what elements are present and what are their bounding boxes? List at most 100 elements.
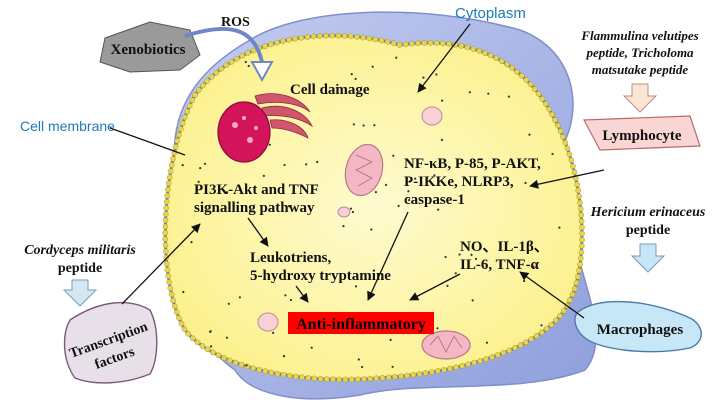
hericium-line1: Hericium erinaceus [590, 205, 706, 220]
membrane-dot [250, 365, 257, 372]
no-line2: IL-6, TNF-α [460, 257, 540, 273]
membrane-dot [245, 50, 251, 56]
ros-arrow-head [250, 61, 274, 83]
cytoplasm-particle [190, 241, 193, 244]
membrane-dot [239, 52, 246, 59]
flammulina-line3: matsutake peptide [592, 62, 689, 77]
lymphocyte-label: Lymphocyte [602, 128, 682, 144]
membrane-dot [192, 92, 198, 98]
membrane-dot [421, 40, 428, 46]
membrane-dot [578, 212, 585, 218]
membrane-dot [533, 333, 540, 339]
cytoplasm-particle [272, 331, 275, 334]
membrane-dot [373, 375, 380, 382]
cordyceps-line1: Cordyceps militaris [24, 243, 136, 258]
membrane-dot [286, 372, 293, 379]
membrane-dot [570, 163, 576, 169]
cytoplasm-particle [336, 83, 339, 86]
cytoplasm-particle [287, 205, 291, 208]
membrane-dot [506, 347, 513, 354]
membrane-dot [562, 139, 569, 146]
membrane-dot [517, 342, 524, 348]
cytoplasm-particle [361, 365, 364, 369]
membrane-dot [184, 108, 190, 115]
membrane-dot [385, 374, 392, 381]
cytoplasm-particle [433, 174, 436, 177]
membrane-dot [204, 346, 211, 353]
nfkb-line2: P-IKKe, NLRP3, [404, 174, 514, 190]
cytoplasm-particle [444, 255, 447, 259]
membrane-dot [509, 65, 515, 71]
membrane-dot [342, 376, 349, 383]
membrane-dot [189, 97, 196, 103]
membrane-dot [396, 42, 403, 48]
cytoplasm-particle [507, 95, 510, 98]
membrane-dot [579, 243, 585, 249]
cytoplasm-particle [316, 160, 319, 164]
membrane-dot [292, 35, 299, 42]
cytoplasm-particle [357, 358, 360, 361]
membrane-dot [354, 34, 360, 40]
cytoplasm-particle [395, 56, 398, 59]
membrane-dot [576, 267, 582, 274]
membrane-dot [528, 336, 535, 343]
membrane-dot [189, 335, 196, 342]
cytoplasm-particle [268, 143, 271, 146]
membrane-dot [335, 32, 342, 39]
cytoplasm-particle [440, 138, 444, 141]
ros-arrow [184, 26, 264, 63]
membrane-dot [476, 48, 483, 54]
membrane-dot [163, 254, 169, 261]
membrane-dot [523, 339, 529, 346]
membrane-dot [360, 34, 367, 41]
cytoplasm-particle [350, 73, 353, 76]
leuko-pointer [295, 285, 309, 303]
membrane-dot [280, 371, 287, 378]
membrane-dot [174, 137, 181, 144]
membrane-dot [573, 279, 580, 286]
membrane-dot [535, 91, 542, 97]
membrane-dot [176, 132, 182, 138]
membrane-dot [384, 39, 391, 45]
cytoplasm-particle [458, 253, 461, 256]
cytoplasm-particle [210, 345, 213, 348]
transcription-shape [63, 301, 158, 384]
membrane-dot [487, 52, 494, 59]
cytoplasm-particle [441, 99, 444, 102]
membrane-dot [244, 363, 251, 370]
membrane-dot [165, 180, 172, 187]
membrane-dot [577, 205, 584, 212]
membrane-dot [164, 267, 171, 273]
membrane-dot [168, 291, 175, 298]
cytoplasm-particle [523, 279, 526, 283]
membrane-dot [199, 343, 206, 349]
cytoplasm-particle [392, 154, 395, 157]
cytoplasm-particle [352, 123, 355, 126]
membrane-dot [571, 285, 578, 292]
membrane-dot [213, 69, 220, 76]
cytoplasm-pointer [417, 23, 471, 93]
membrane-dot [557, 312, 563, 319]
membrane-dot [477, 358, 483, 364]
cytoplasm-particle [354, 77, 357, 80]
membrane-dot [471, 359, 477, 366]
membrane-dot [226, 357, 233, 364]
cytoplasm-particle [370, 228, 373, 231]
membrane-dot [567, 297, 573, 303]
cytoplasm-particle [197, 180, 200, 183]
membrane-dot [268, 41, 274, 48]
membrane-dot [366, 35, 373, 42]
membrane-dot [232, 359, 239, 366]
membrane-dot [519, 72, 525, 79]
membrane-dot [286, 37, 292, 43]
cordyceps-line2: peptide [58, 261, 102, 276]
membrane-dot [194, 339, 201, 346]
membrane-dot [274, 39, 280, 46]
cytoplasm-label: Cytoplasm [455, 5, 526, 22]
cytoplasm-particle [247, 64, 250, 68]
hericium-down-arrow [630, 243, 666, 273]
lymphocyte-shape [583, 115, 701, 151]
vesicles [257, 106, 443, 332]
cytoplasm-particle [305, 163, 308, 166]
ros-label: ROS [221, 15, 250, 30]
